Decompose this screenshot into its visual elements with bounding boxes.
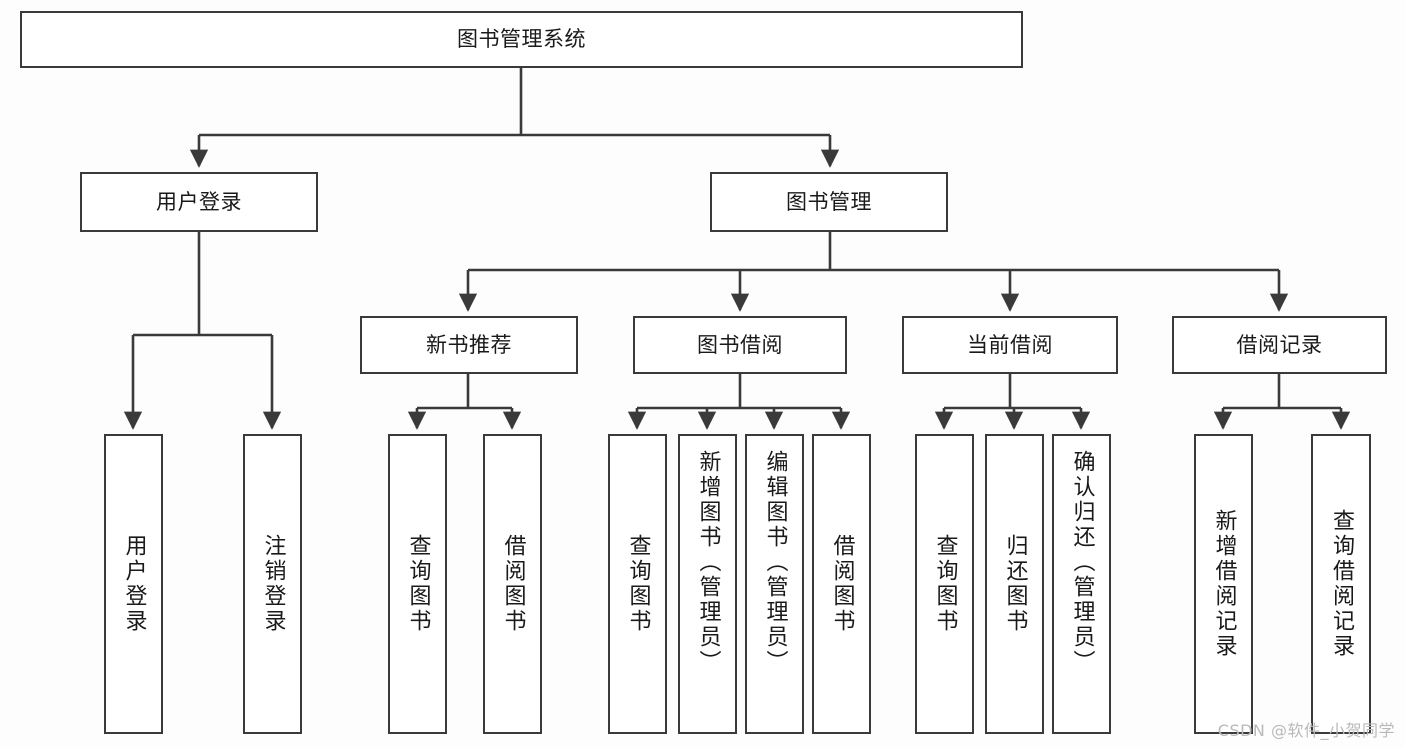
- node-leaf-edit-book[interactable]: 编辑图书（管理员）: [745, 434, 804, 734]
- node-leaf-user-login[interactable]: 用户登录: [104, 434, 163, 734]
- node-leaf-query-record[interactable]: 查询借阅记录: [1311, 434, 1371, 734]
- node-leaf-add-record[interactable]: 新增借阅记录: [1194, 434, 1253, 734]
- node-user-login[interactable]: 用户登录: [80, 172, 318, 232]
- node-leaf-edit-book-label: 编辑图书（管理员）: [762, 450, 788, 675]
- node-leaf-add-book-label: 新增图书（管理员）: [695, 450, 721, 675]
- node-leaf-query-book-1[interactable]: 查询图书: [388, 434, 447, 734]
- node-leaf-add-record-label: 新增借阅记录: [1211, 509, 1237, 659]
- node-leaf-query-book-1-label: 查询图书: [405, 534, 431, 634]
- node-leaf-borrow-book-2-label: 借阅图书: [829, 534, 855, 634]
- node-leaf-borrow-book-1[interactable]: 借阅图书: [483, 434, 542, 734]
- node-current-borrow-label: 当前借阅: [967, 332, 1053, 357]
- node-leaf-query-book-3[interactable]: 查询图书: [915, 434, 974, 734]
- node-leaf-logout[interactable]: 注销登录: [243, 434, 302, 734]
- node-borrow-record-label: 借阅记录: [1236, 332, 1323, 357]
- node-book-manage[interactable]: 图书管理: [710, 172, 948, 232]
- node-leaf-return-book[interactable]: 归还图书: [985, 434, 1044, 734]
- watermark-text: CSDN @软件_小贺同学: [1217, 721, 1395, 740]
- node-leaf-add-book[interactable]: 新增图书（管理员）: [678, 434, 737, 734]
- node-leaf-query-book-3-label: 查询图书: [932, 534, 958, 634]
- node-leaf-logout-label: 注销登录: [260, 534, 286, 634]
- node-leaf-confirm-return[interactable]: 确认归还（管理员）: [1052, 434, 1111, 734]
- node-leaf-borrow-book-1-label: 借阅图书: [500, 534, 526, 634]
- node-root-label: 图书管理系统: [457, 27, 586, 52]
- node-book-manage-label: 图书管理: [786, 189, 872, 214]
- node-root[interactable]: 图书管理系统: [20, 11, 1023, 68]
- node-leaf-query-record-label: 查询借阅记录: [1329, 509, 1354, 659]
- node-current-borrow[interactable]: 当前借阅: [902, 316, 1118, 374]
- node-new-book-recommend-label: 新书推荐: [426, 332, 512, 357]
- node-leaf-borrow-book-2[interactable]: 借阅图书: [812, 434, 871, 734]
- node-user-login-label: 用户登录: [156, 189, 242, 214]
- node-leaf-user-login-label: 用户登录: [121, 534, 147, 634]
- node-book-borrow[interactable]: 图书借阅: [633, 316, 847, 374]
- node-leaf-query-book-2-label: 查询图书: [625, 534, 651, 634]
- node-new-book-recommend[interactable]: 新书推荐: [360, 316, 578, 374]
- node-leaf-query-book-2[interactable]: 查询图书: [608, 434, 667, 734]
- node-borrow-record[interactable]: 借阅记录: [1172, 316, 1387, 374]
- node-book-borrow-label: 图书借阅: [697, 332, 783, 357]
- node-leaf-return-book-label: 归还图书: [1002, 534, 1028, 634]
- node-leaf-confirm-return-label: 确认归还（管理员）: [1069, 450, 1095, 675]
